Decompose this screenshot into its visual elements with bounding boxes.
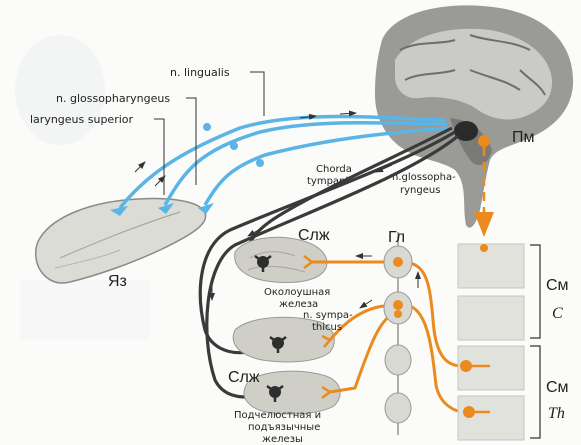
label-submandibular: Подчелюстная и [234,410,321,421]
label-n-sympathicus-2: thicus [312,322,342,333]
label-n-glossopharyngeus: n. glossopharyngeus [56,92,170,105]
label-sm-bottom: См [546,379,569,396]
segment-brackets [530,245,540,438]
label-chorda: Chorda [316,164,352,175]
label-n-lingualis: n. lingualis [170,66,230,79]
label-sm-top: См [546,277,569,294]
label-gl: Гл [388,229,405,246]
label-slzh-top: Слж [298,227,330,244]
label-sm-c: C [552,305,563,322]
label-laryngeus-superior: laryngeus superior [30,113,134,126]
background-figure [15,35,150,340]
parotid-gland [235,237,327,282]
label-sm-th: Th [548,405,565,422]
label-parotid: Околоушная [264,287,330,298]
spinal-cord [458,244,524,440]
label-slzh-bottom: Слж [228,369,260,386]
label-submandibular-3: железы [262,434,303,445]
label-yaz: Яз [108,273,127,290]
label-pm: Пм [512,129,535,146]
label-n-sympathicus: n. sympa- [303,310,353,321]
label-parotid-2: железа [279,299,318,310]
label-n-glosso-brain-2: ryngeus [400,185,440,196]
spinal-labels: См C См Th [546,277,569,422]
label-n-glosso-brain: n.glossopha- [392,172,456,183]
label-submandibular-2: подъязычные [248,422,320,433]
sympathetic-ganglia: Гл [384,229,412,435]
